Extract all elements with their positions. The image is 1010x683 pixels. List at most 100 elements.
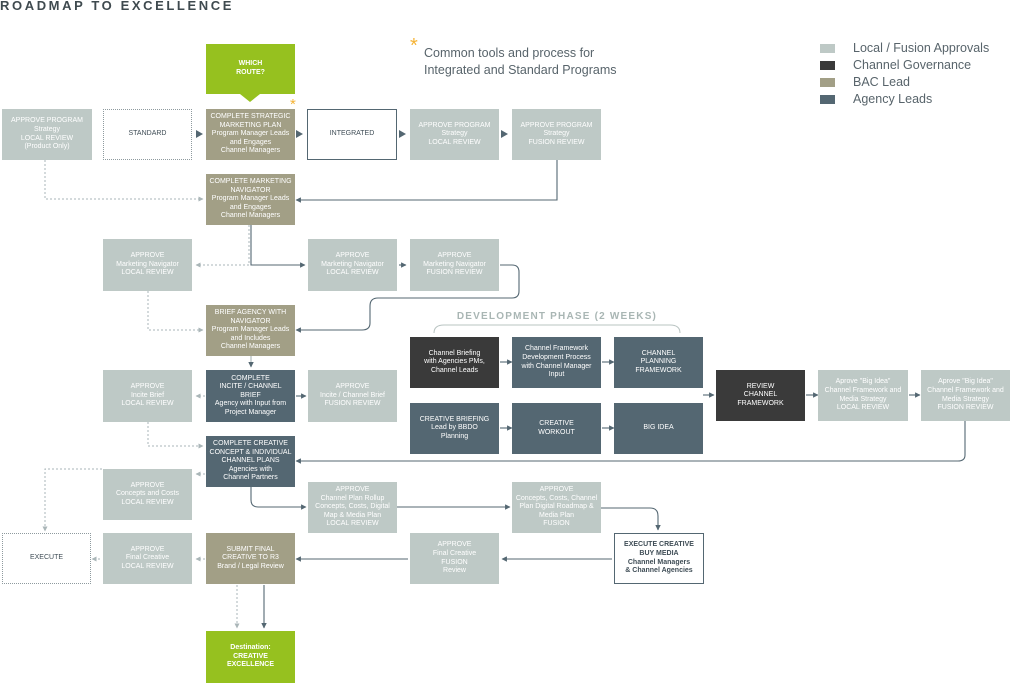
execute-creative-buy-media: EXECUTE CREATIVE BUY MEDIA Channel Manag… xyxy=(614,533,704,584)
box-line: APPROVE xyxy=(437,541,472,549)
approve-strategy-local-product-only: APPROVE PROGRAM Strategy LOCAL REVIEW (P… xyxy=(2,109,92,160)
box-line: LOCAL REVIEW xyxy=(836,404,890,412)
box-line: Brand / Legal Review xyxy=(217,562,284,570)
box-line: BIG IDEA xyxy=(643,424,674,432)
box-line: FUSION REVIEW xyxy=(528,138,585,146)
box-line: Review xyxy=(443,567,466,575)
approve-big-idea-local: Aprove "Big Idea" Channel Framework and … xyxy=(818,370,908,421)
destination-creative-excellence: Destination: CREATIVE EXCELLENCE xyxy=(206,631,295,683)
approve-strategy-fusion: APPROVE PROGRAM Strategy FUSION REVIEW xyxy=(512,109,601,160)
review-channel-framework: REVIEW CHANNEL FRAMEWORK xyxy=(716,370,805,421)
approve-strategy-local: APPROVE PROGRAM Strategy LOCAL REVIEW xyxy=(410,109,499,160)
creative-workout-box: CREATIVE WORKOUT xyxy=(512,403,601,454)
box-line: Media Plan xyxy=(538,511,575,519)
common-tools-note: Common tools and process for Integrated … xyxy=(424,45,616,79)
box-line: & Channel Agencies xyxy=(625,567,693,575)
box-line: Final Creative xyxy=(432,549,477,557)
development-phase-label: DEVELOPMENT PHASE (2 WEEKS) xyxy=(456,311,658,322)
box-line: LOCAL REVIEW xyxy=(326,520,379,528)
box-line: Channel Managers xyxy=(220,212,281,220)
box-line: Channel Framework and xyxy=(927,386,1004,394)
approve-channel-plan-rollup-local: APPROVE Channel Plan Rollup Concepts, Co… xyxy=(308,482,397,533)
box-line: WHICH xyxy=(238,60,263,68)
approve-final-creative-fusion: APPROVE Final Creative FUSION Review xyxy=(410,533,499,584)
box-line: Aprove "Big Idea" xyxy=(835,378,891,386)
box-line: CHANNEL xyxy=(743,391,778,399)
box-line: Lead by BBDO xyxy=(431,424,478,432)
legend-swatch xyxy=(820,61,835,70)
approve-navigator-local-left: APPROVE Marketing Navigator LOCAL REVIEW xyxy=(103,239,192,291)
box-line: EXECUTE CREATIVE xyxy=(624,541,694,549)
box-line: LOCAL REVIEW xyxy=(428,138,481,146)
box-line: ROUTE? xyxy=(236,69,265,76)
box-line: APPROVE xyxy=(335,383,370,391)
box-line: Input xyxy=(548,371,565,379)
legend-label: Agency Leads xyxy=(853,92,933,106)
box-line: INCITE / CHANNEL xyxy=(219,383,282,391)
legend-label: BAC Lead xyxy=(853,75,910,89)
which-route-box: WHICH ROUTE? xyxy=(206,44,295,94)
box-line: APPROVE xyxy=(335,252,370,260)
creative-briefing-box: CREATIVE BRIEFING Lead by BBDO Planning xyxy=(410,403,499,454)
which-route-pointer-icon xyxy=(240,94,260,102)
box-line: CREATIVE TO R3 xyxy=(222,554,279,562)
channel-planning-framework: CHANNEL PLANNING FRAMEWORK xyxy=(614,337,703,388)
legend-label: Channel Governance xyxy=(853,58,972,72)
box-line: APPROVE PROGRAM xyxy=(11,117,83,125)
approve-incite-brief-local: APPROVE Incite Brief LOCAL REVIEW xyxy=(103,370,192,422)
box-line: Program Manager Leads xyxy=(211,195,290,203)
box-line: Channel Managers xyxy=(627,558,691,566)
box-line: Channel Managers xyxy=(220,147,281,155)
box-line: LOCAL REVIEW xyxy=(121,269,174,277)
box-line: Incite / Channel Brief xyxy=(320,391,385,399)
legend-swatch xyxy=(820,78,835,87)
box-line: Final Creative xyxy=(125,554,170,562)
box-line: FRAMEWORK xyxy=(737,399,784,407)
big-idea-box: BIG IDEA xyxy=(614,403,703,454)
integrated-route-box: INTEGRATED xyxy=(307,109,397,160)
box-line: BRIEF xyxy=(240,391,261,399)
box-line: and Engages xyxy=(229,203,272,211)
box-line: Planning xyxy=(440,432,469,440)
box-line: Channel Plan Rollup xyxy=(320,494,385,502)
box-line: LOCAL REVIEW xyxy=(326,269,379,277)
box-line: SUBMIT FINAL xyxy=(226,545,275,553)
box-line: COMPLETE xyxy=(231,374,270,382)
box-line: Channel Leads xyxy=(430,366,479,374)
box-line: Development Process xyxy=(522,353,591,361)
box-line: REVIEW xyxy=(746,382,775,390)
box-line: CREATIVE xyxy=(233,652,268,660)
box-line: APPROVE xyxy=(437,252,472,260)
box-line: Program Manager Leads xyxy=(211,130,290,138)
box-line: Channel Partners xyxy=(223,474,278,482)
box-line: with Agencies PMs, xyxy=(424,358,485,366)
box-line: EXECUTE xyxy=(29,554,64,562)
box-line: Marketing Navigator xyxy=(321,260,384,268)
standard-route-box: STANDARD xyxy=(103,109,192,160)
box-line: FUSION REVIEW xyxy=(324,400,381,408)
box-line: FUSION REVIEW xyxy=(937,404,994,412)
box-line: APPROVE xyxy=(130,481,165,489)
box-line: FUSION xyxy=(441,558,468,566)
box-line: FUSION xyxy=(543,520,570,528)
box-line: Strategy xyxy=(441,130,468,138)
box-line: APPROVE xyxy=(130,383,165,391)
box-line: Map & Media Plan xyxy=(323,511,382,519)
box-line: Media Strategy xyxy=(941,395,990,403)
approve-channel-plan-fusion: APPROVE Concepts, Costs, Channel Plan Di… xyxy=(512,482,601,533)
channel-briefing-box: Channel Briefing with Agencies PMs, Chan… xyxy=(410,337,499,388)
approve-big-idea-fusion: Aprove "Big Idea" Channel Framework and … xyxy=(921,370,1010,421)
box-line: APPROVE xyxy=(539,486,574,494)
box-line: Channel Framework xyxy=(524,345,589,353)
box-line: Program Manager Leads xyxy=(211,326,290,334)
complete-incite-channel-brief: COMPLETE INCITE / CHANNEL BRIEF Agency w… xyxy=(206,370,295,422)
box-line: WORKOUT xyxy=(538,428,575,436)
box-line: Channel Briefing xyxy=(428,349,481,357)
box-line: CHANNEL xyxy=(641,349,676,357)
box-line: LOCAL REVIEW xyxy=(121,498,174,506)
submit-final-creative: SUBMIT FINAL CREATIVE TO R3 Brand / Lega… xyxy=(206,533,295,584)
box-line: CREATIVE xyxy=(539,419,574,427)
box-line: (Product Only) xyxy=(24,143,70,151)
box-line: Marketing Navigator xyxy=(116,260,179,268)
